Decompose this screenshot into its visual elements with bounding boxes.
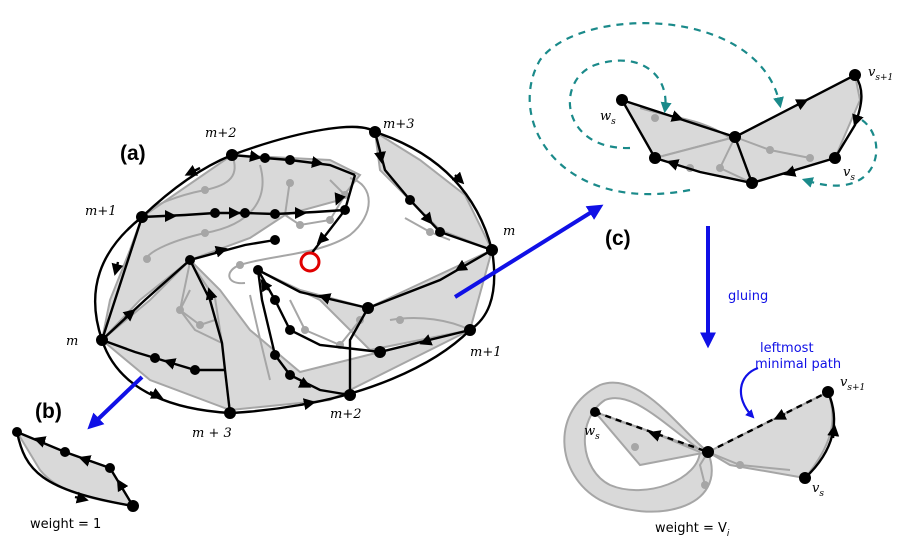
caption-weight-b: weight = 1 bbox=[30, 517, 101, 532]
panel-c-label: (c) bbox=[605, 227, 631, 250]
panel-a-label: (a) bbox=[120, 142, 146, 165]
glued-map bbox=[563, 381, 840, 513]
panel-c-edges bbox=[616, 69, 864, 189]
label-glued-v-s-plus-1: vs+1 bbox=[840, 375, 865, 393]
leftmost-pointer-arrow bbox=[739, 366, 759, 419]
label-glued-v-s: vs bbox=[812, 481, 824, 499]
label-c-v-s-plus-1: vs+1 bbox=[868, 65, 893, 83]
label-a-m-left: m bbox=[66, 334, 78, 349]
panel-b-face bbox=[12, 427, 139, 512]
arrow-a-to-c bbox=[453, 204, 604, 299]
leftmost-label-line2: minimal path bbox=[755, 357, 841, 372]
caption-weight-glued: weight = Vi bbox=[655, 521, 730, 539]
label-a-m-plus-2-bottom: m+2 bbox=[330, 407, 362, 422]
label-a-m-plus-3-top: m+3 bbox=[383, 117, 415, 132]
panel-a-vertices bbox=[96, 126, 498, 419]
label-a-m-right: m bbox=[503, 224, 515, 239]
label-c-w-s: ws bbox=[600, 109, 616, 127]
arrow-a-to-b bbox=[87, 375, 144, 430]
label-a-m-plus-2-top: m+2 bbox=[205, 126, 237, 141]
panel-b-label: (b) bbox=[35, 400, 62, 423]
panel-a-marked-vertex bbox=[299, 251, 321, 273]
label-c-v-s: vs bbox=[843, 165, 855, 183]
label-a-m-plus-1-right: m+1 bbox=[470, 345, 502, 360]
panel-c-teal-dashed-arrows bbox=[528, 22, 878, 196]
label-a-m-plus-3-bottom: m + 3 bbox=[192, 426, 232, 441]
label-glued-w-s: ws bbox=[584, 424, 600, 442]
leftmost-label-line1: leftmost bbox=[760, 341, 814, 356]
gluing-label: gluing bbox=[728, 289, 768, 304]
panel-a-map bbox=[94, 125, 498, 419]
label-a-m-plus-1-left: m+1 bbox=[85, 204, 117, 219]
